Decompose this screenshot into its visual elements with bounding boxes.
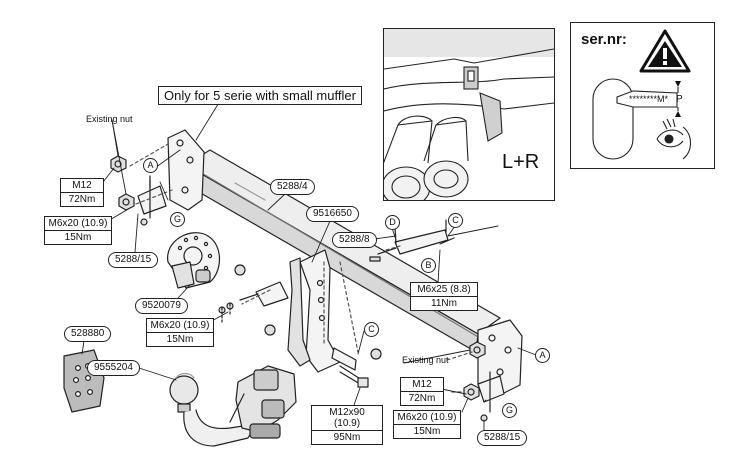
torque-value: 15Nm xyxy=(166,334,194,345)
muffler-inset: L+R xyxy=(383,28,555,201)
fasteners xyxy=(110,155,488,422)
existing-nut-right-label: Existing nut xyxy=(402,355,449,365)
torque-m12-right: M12 72Nm xyxy=(400,377,444,406)
torque-m6x20-mid: M6x20 (10.9) 15Nm xyxy=(146,318,214,347)
drop-plate xyxy=(287,249,341,373)
part-9516650: 9516650 xyxy=(306,206,359,222)
serial-plate-drawing xyxy=(592,29,692,160)
part-528880: 528880 xyxy=(64,326,112,342)
marker-a-left: A xyxy=(143,158,158,173)
torque-value: 72Nm xyxy=(68,194,96,205)
alignment-lines xyxy=(129,143,473,393)
torque-value: 95Nm xyxy=(333,432,361,443)
bolt-size: M6x20 (10.9) xyxy=(147,319,213,333)
part-5288-15-right: 5288/15 xyxy=(477,430,528,446)
bolt-size: M12 xyxy=(401,378,443,392)
bolt-size: M12 xyxy=(61,179,103,193)
torque-m6x20-right: M6x20 (10.9) 15Nm xyxy=(393,410,461,439)
serial-stars: ********M* xyxy=(629,94,669,104)
ball-coupling xyxy=(169,365,297,447)
left-side-bracket xyxy=(167,129,205,211)
socket-plate xyxy=(167,232,221,289)
muffler-drawing xyxy=(384,29,554,200)
part-9520079: 9520079 xyxy=(135,298,188,314)
bracket-5288-15-right xyxy=(477,371,505,413)
torque-value: 15Nm xyxy=(64,232,92,243)
eye-icon xyxy=(656,118,692,160)
left-right-label: L+R xyxy=(502,151,540,173)
mid-bolt-bracket xyxy=(239,281,289,307)
bolt-size: M6x20 (10.9) xyxy=(394,411,460,425)
bolt-size: M6x25 (8.8) xyxy=(411,283,477,297)
serial-number-title: ser.nr: xyxy=(581,31,627,48)
marker-c-mid: C xyxy=(364,322,379,337)
marker-b: B xyxy=(421,258,436,273)
torque-value: 72Nm xyxy=(408,393,436,404)
part-5288-15-left: 5288/15 xyxy=(108,252,159,268)
torque-m12x90: M12x90 (10.9) 95Nm xyxy=(311,405,383,445)
part-9555204: 9555204 xyxy=(87,360,140,376)
bolt-m12x90 xyxy=(331,347,369,388)
bolt-size: M6x20 (10.9) xyxy=(45,217,111,231)
serial-number-inset: ser.nr: xyxy=(570,22,715,169)
torque-m6x25: M6x25 (8.8) 11Nm xyxy=(410,282,478,311)
torque-m6x20-left: M6x20 (10.9) 15Nm xyxy=(44,216,112,245)
marker-a-right: A xyxy=(535,348,550,363)
marker-g-left: G xyxy=(170,212,185,227)
serial-p-letter: P xyxy=(676,94,683,105)
torque-m12-left: M12 72Nm xyxy=(60,178,104,207)
warning-triangle-icon xyxy=(639,29,691,73)
marker-g-right: G xyxy=(502,403,517,418)
torque-value: 11Nm xyxy=(431,298,457,309)
torque-value: 15Nm xyxy=(413,426,441,437)
part-5288-8: 5288/8 xyxy=(332,232,377,248)
bracket-5288-8 xyxy=(377,219,455,255)
part-5288-4: 5288/4 xyxy=(270,179,315,195)
right-side-bracket xyxy=(477,319,523,396)
small-muffler-callout: Only for 5 serie with small muffler xyxy=(158,86,362,105)
marker-d: D xyxy=(385,215,400,230)
existing-nut-left-label: Existing nut xyxy=(86,114,133,124)
marker-c-top: C xyxy=(448,213,463,228)
bolt-size: M12x90 (10.9) xyxy=(312,406,382,431)
